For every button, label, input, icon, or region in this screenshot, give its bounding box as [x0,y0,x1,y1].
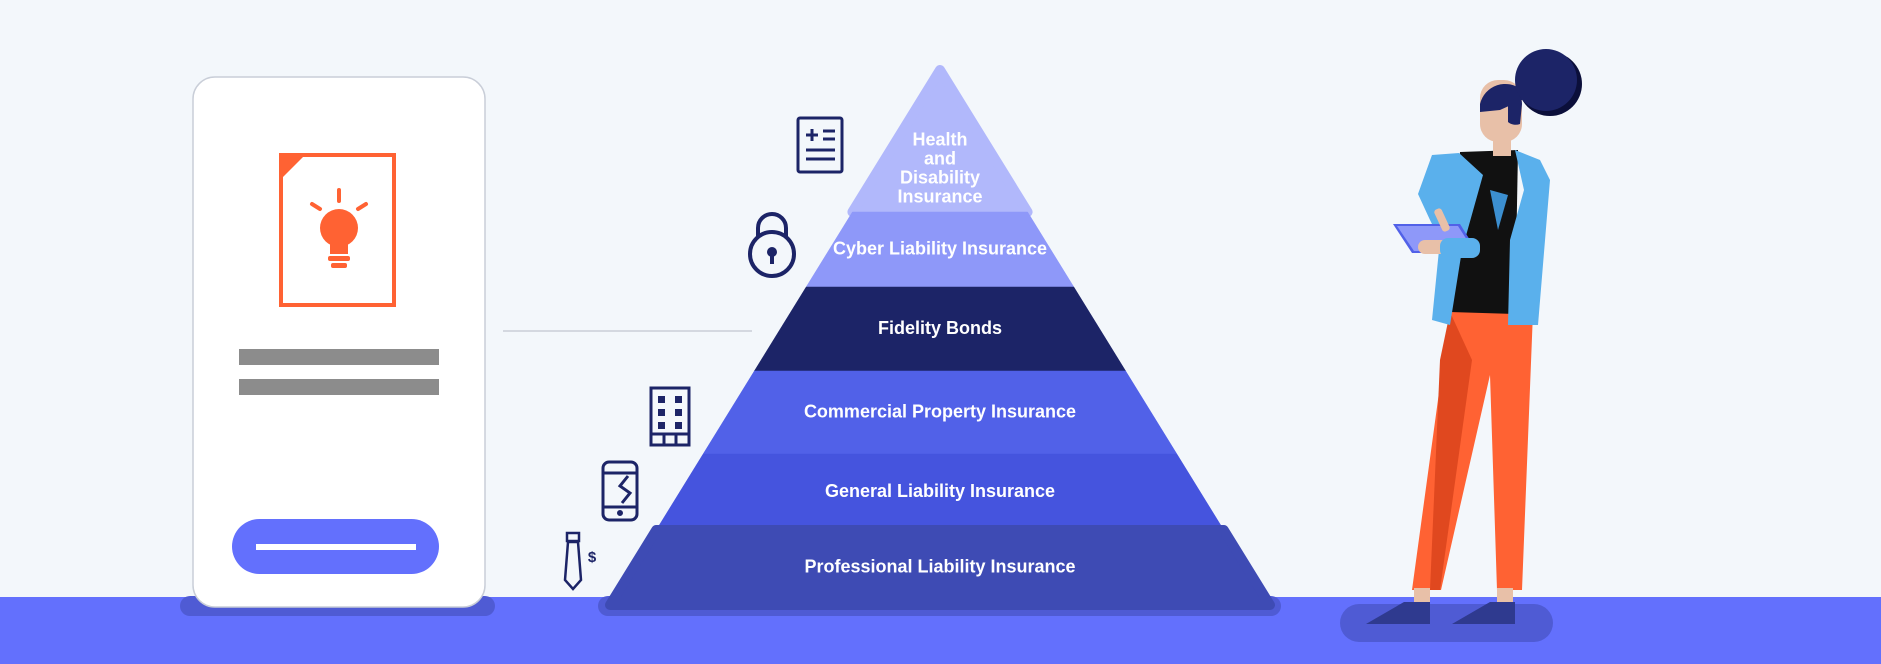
broken-phone-icon [601,460,639,522]
idea-card [192,76,486,608]
pyramid-level-1-label: Health [912,129,967,149]
pyramid-level-5-label: General Liability Insurance [825,481,1055,501]
pyramid-level-1-label: Disability [900,167,980,187]
office-building-icon [649,386,691,447]
pyramid-level-4-label: Commercial Property Insurance [804,401,1076,421]
woman-with-clipboard-illustration [1366,49,1582,624]
svg-text:$: $ [588,549,597,566]
pyramid-level-6-label: Professional Liability Insurance [804,556,1075,576]
idea-document-icon [279,153,396,307]
card-button[interactable] [232,519,439,574]
pyramid-level-3-label: Fidelity Bonds [878,318,1002,338]
placeholder-bar-2 [239,379,439,395]
card-panel [192,76,486,608]
medical-report-icon [796,116,844,174]
pyramid-level-6 [605,525,1275,610]
pyramid-level-1-label: and [924,148,956,168]
necktie-dollar-icon: $ [563,531,597,591]
placeholder-bar-1 [239,349,439,365]
pyramid-level-1-label: Insurance [897,186,982,206]
padlock-icon [748,212,796,278]
pyramid-level-2-label: Cyber Liability Insurance [833,238,1047,258]
